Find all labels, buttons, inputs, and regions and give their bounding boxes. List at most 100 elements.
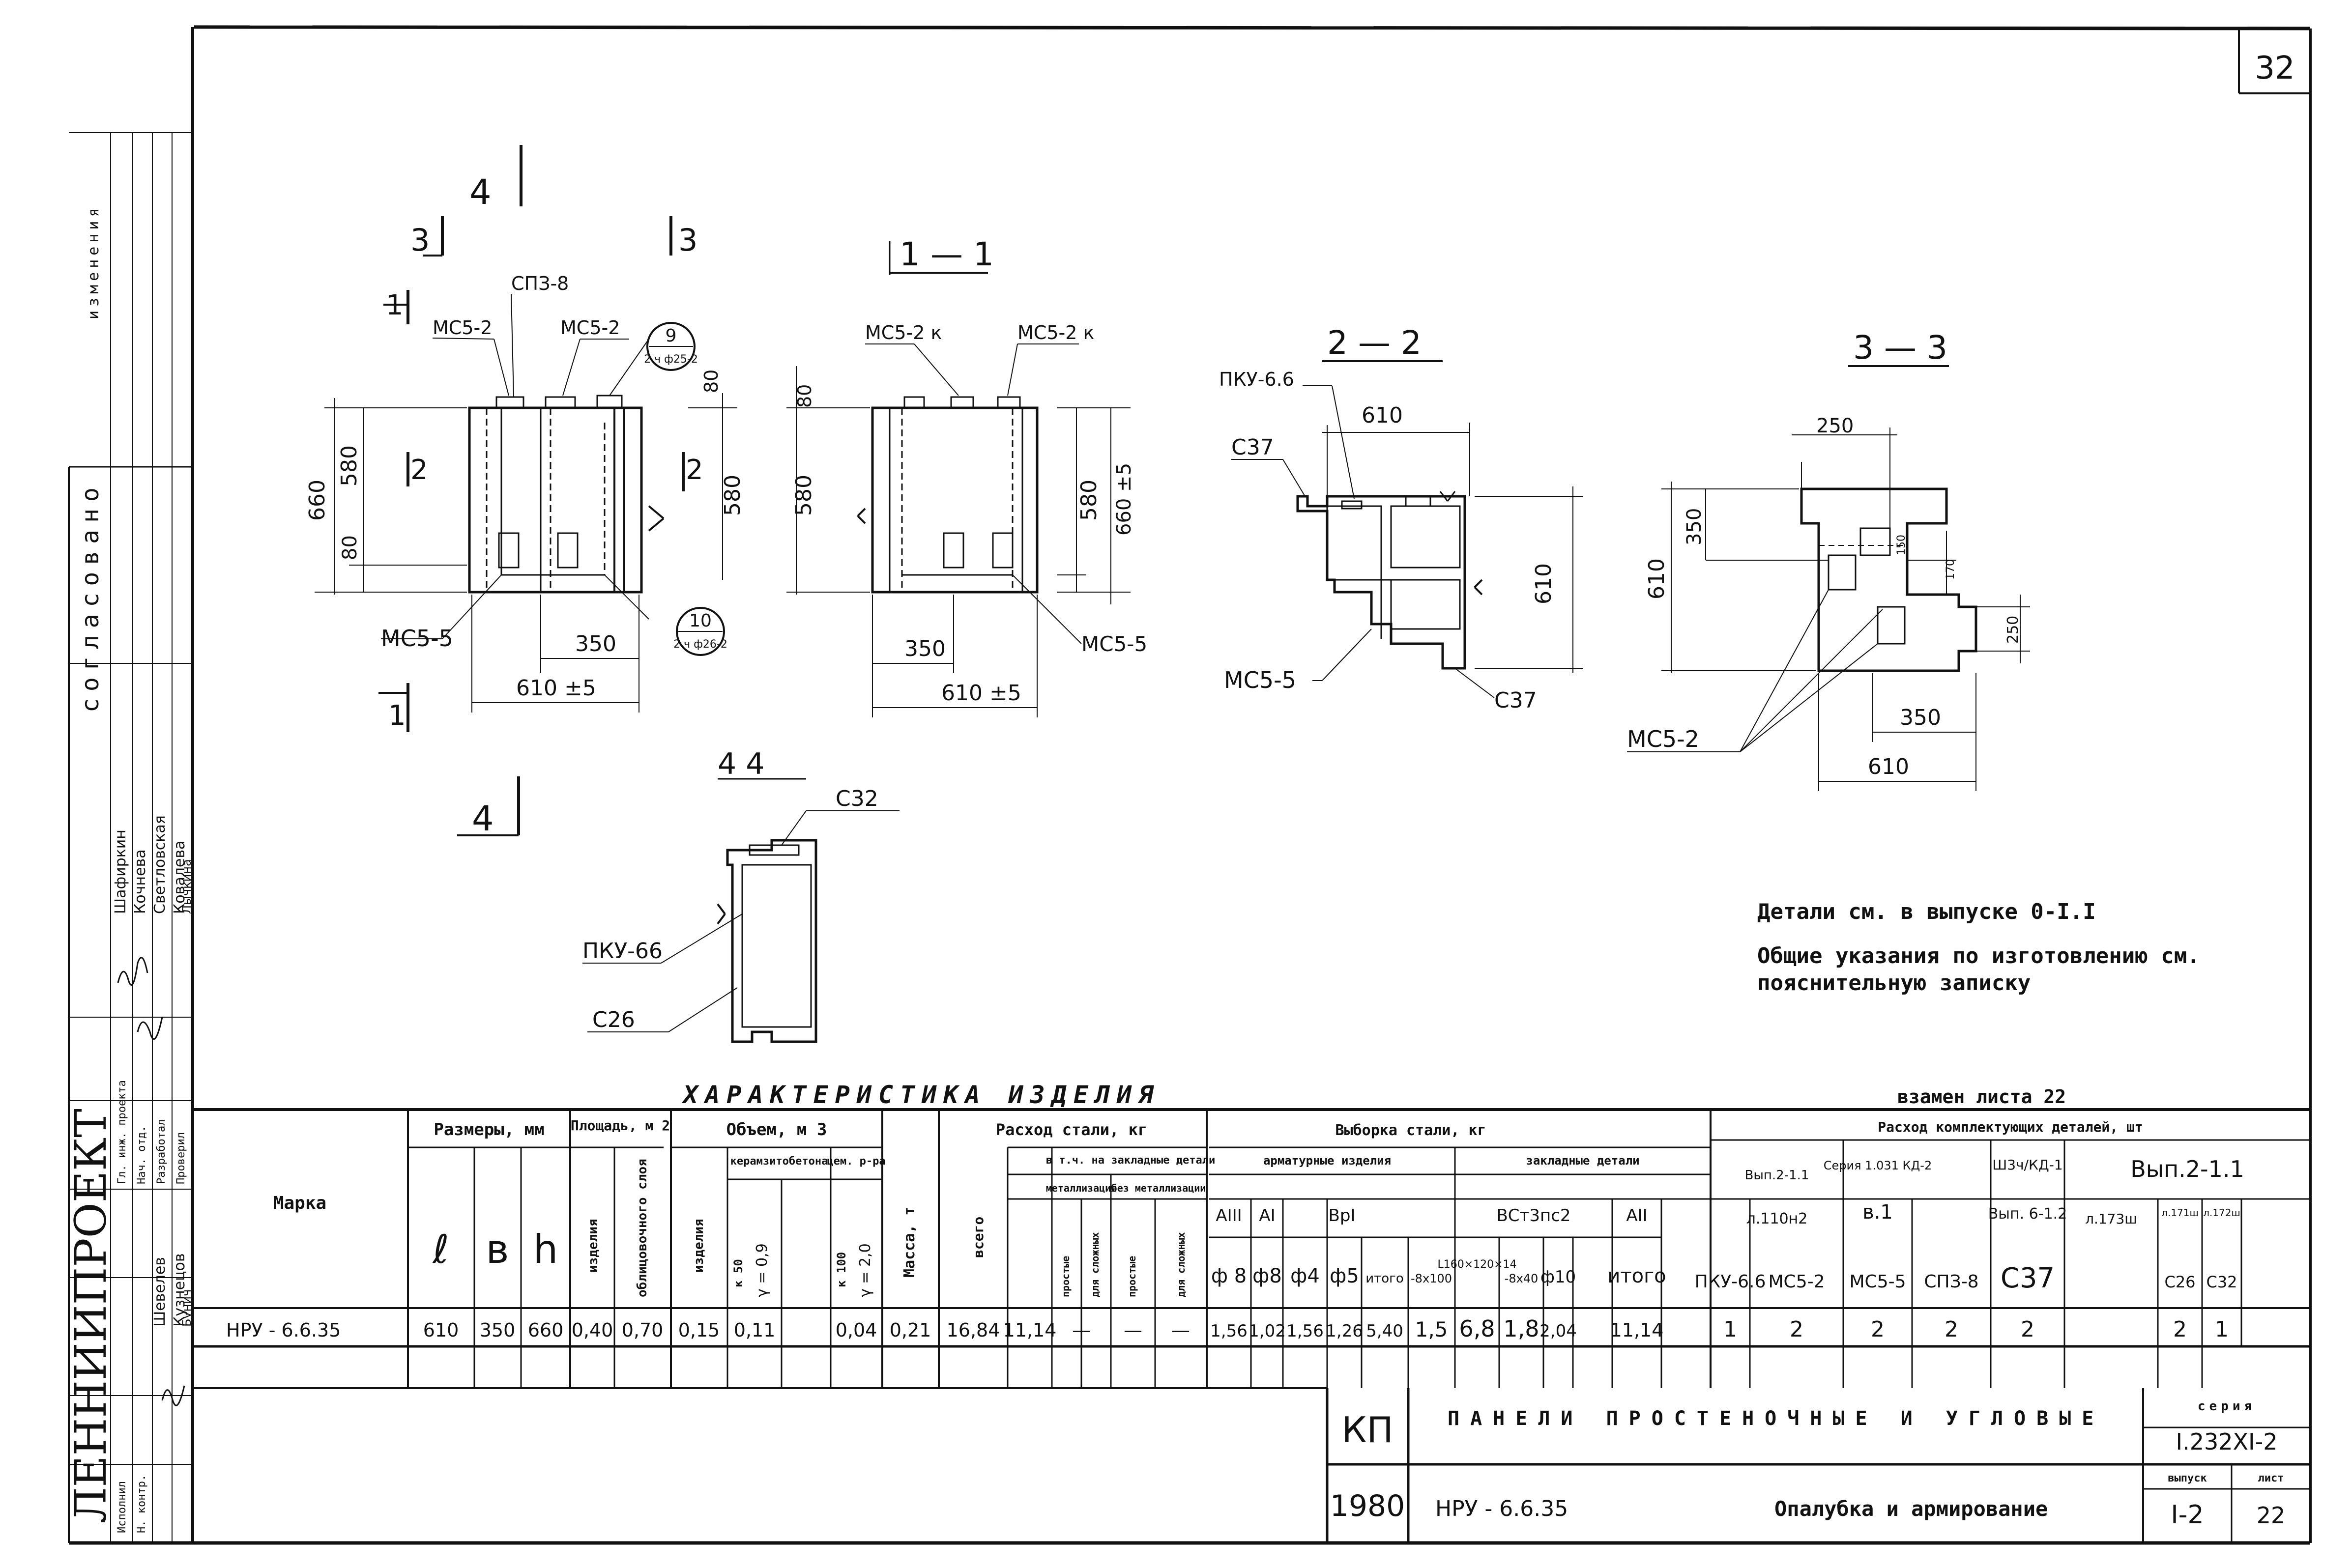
cell-ai: 1,02 bbox=[1249, 1321, 1286, 1341]
cell-m1: 1,5 bbox=[1415, 1317, 1448, 1341]
title-block-text: КП ПАНЕЛИ ПРОСТЕНОЧНЫЕ И УГЛОВЫЕ серия І… bbox=[1330, 1399, 2286, 1530]
side-r1: Гл. инж. проекта bbox=[116, 1080, 128, 1184]
cut-mark-4-bottom: 4 bbox=[472, 798, 494, 839]
th-area-product: изделия bbox=[586, 1219, 601, 1273]
sheet-frame bbox=[68, 25, 2312, 1545]
th-kit-3b: Вып. 6-1.2 bbox=[1988, 1205, 2067, 1223]
section-2-2 bbox=[1231, 360, 1583, 698]
th-volume-product: изделия bbox=[692, 1219, 706, 1273]
th-kit-2a: Серия 1.031 КД-2 bbox=[1824, 1159, 1932, 1172]
th-kit-4c: л.171ш bbox=[2161, 1207, 2199, 1219]
dim-660b: 660 ±5 bbox=[1113, 463, 1135, 536]
section-4-title: 4 4 bbox=[718, 747, 764, 781]
cut-mark-2-left: 2 bbox=[410, 454, 428, 486]
stamp-mark: НРУ - 6.6.35 bbox=[1435, 1496, 1568, 1521]
stamp-title: ПАНЕЛИ ПРОСТЕНОЧНЫЕ И УГЛОВЫЕ bbox=[1448, 1407, 2104, 1430]
section-2-title: 2 — 2 bbox=[1327, 324, 1422, 362]
side-n3: Светловская bbox=[151, 815, 169, 914]
dim-580c: 580 bbox=[791, 475, 816, 516]
label-sp38: СПЗ-8 bbox=[511, 273, 569, 294]
side-n2: Кочнева bbox=[132, 849, 149, 914]
side-n5: Лычкина bbox=[180, 859, 194, 914]
th-ai: АI bbox=[1259, 1206, 1275, 1226]
cell-kit-c37: 2 bbox=[2021, 1317, 2034, 1342]
th-simple-a: простые bbox=[1060, 1256, 1072, 1297]
label-mc55-b: МС5-5 bbox=[1081, 632, 1147, 656]
cell-area-product: 0,40 bbox=[572, 1319, 613, 1341]
th-kit-1a: Вып.2-1.1 bbox=[1745, 1168, 1809, 1183]
th-area-facing: облицовочного слоя bbox=[635, 1159, 650, 1297]
table-title: ХАРАКТЕРИСТИКА ИЗДЕЛИЯ bbox=[681, 1081, 1160, 1109]
th-kit-3a: Ш3ч/КД-1 bbox=[1992, 1157, 2062, 1173]
title-block bbox=[1326, 1388, 2310, 1543]
label-mc52-a: МС5-2 bbox=[433, 317, 492, 339]
th-c-mc52: МС5-2 bbox=[1769, 1272, 1825, 1292]
dim-250: 250 bbox=[1816, 415, 1854, 437]
label-c32: С32 bbox=[836, 786, 878, 811]
th-steel: Расход стали, кг bbox=[996, 1120, 1147, 1139]
th-vol3b: γ = 2,0 bbox=[857, 1243, 874, 1297]
bubble-10-num: 10 bbox=[689, 611, 712, 631]
th-phi5: ф5 bbox=[1330, 1265, 1359, 1287]
table-header-text: Марка Размеры, мм ℓ в h Площадь, м 2 изд… bbox=[273, 1117, 2244, 1297]
cell-nomet: — bbox=[1171, 1319, 1190, 1341]
label-mc52-c: МС5-2 bbox=[1627, 726, 1699, 752]
bubble-10-text: 2 ч ф26-2 bbox=[673, 638, 727, 651]
dim-580-right: 580 bbox=[1076, 480, 1102, 521]
th-phi8: ф 8 bbox=[1211, 1265, 1247, 1287]
dim-250b: 250 bbox=[2004, 616, 2022, 644]
th-volume-cement: цем. р-ра bbox=[827, 1155, 885, 1168]
th-l: ℓ bbox=[432, 1226, 449, 1272]
th-kit-4d: л.172ш bbox=[2203, 1207, 2240, 1219]
cell-kit-pku: 1 bbox=[1723, 1317, 1737, 1342]
dim-170: 170 bbox=[1945, 559, 1957, 580]
section-3-title: 3 — 3 bbox=[1853, 329, 1947, 367]
th-steel-incl: в т.ч. на закладные детали bbox=[1046, 1154, 1215, 1167]
dim-610d: 610 bbox=[1531, 563, 1556, 604]
cell-kit-c26: 2 bbox=[2173, 1317, 2187, 1342]
stamp-issue: І-2 bbox=[2171, 1500, 2204, 1530]
cell-vol-keramzit: 0,11 bbox=[734, 1319, 776, 1341]
cell-steel-total: 16,84 bbox=[947, 1319, 1000, 1341]
dim-80c: 80 bbox=[794, 384, 815, 408]
sheet-number: 32 bbox=[2255, 50, 2294, 86]
dim-610c: 610 bbox=[1362, 403, 1403, 428]
th-kit-4a: Вып.2-1.1 bbox=[2130, 1156, 2244, 1182]
label-pku66-b: ПКУ-66 bbox=[582, 939, 663, 964]
cut-mark-3-left: 3 bbox=[410, 222, 430, 258]
cell-mark: НРУ - 6.6.35 bbox=[226, 1319, 341, 1341]
side-agreed: согласовано bbox=[77, 481, 104, 713]
th-area: Площадь, м 2 bbox=[571, 1117, 670, 1134]
th-total-embedded: итого bbox=[1607, 1265, 1666, 1287]
side-n1: Шафиркин bbox=[112, 829, 129, 914]
th-volume-keramzit: керамзитобетона bbox=[730, 1155, 828, 1168]
th-volume: Объем, м 3 bbox=[726, 1120, 827, 1140]
cell-h: 660 bbox=[528, 1319, 564, 1341]
cut-mark-1-top: 1 bbox=[386, 289, 404, 321]
dim-610: 610 ±5 bbox=[516, 676, 596, 701]
side-n6: Шевелев bbox=[151, 1257, 169, 1327]
th-c-pku: ПКУ-6.6 bbox=[1695, 1272, 1766, 1292]
th-dims: Размеры, мм bbox=[434, 1120, 544, 1140]
th-c-mc55: МС5-5 bbox=[1850, 1272, 1906, 1292]
stamp-sheet: 22 bbox=[2257, 1502, 2286, 1529]
th-m2: L160×120×14 bbox=[1437, 1258, 1516, 1271]
stamp-issue-label: выпуск bbox=[2168, 1472, 2207, 1484]
th-metallization: металлизация bbox=[1046, 1182, 1117, 1194]
dim-580: 580 bbox=[337, 445, 362, 486]
side-changes: изменения bbox=[85, 204, 102, 319]
dim-660: 660 bbox=[305, 480, 330, 521]
side-n4: Ковалева bbox=[171, 841, 188, 914]
section-1-title: 1 — 1 bbox=[900, 235, 994, 273]
th-vol3a: к 100 bbox=[835, 1252, 848, 1287]
th-c-c26: С26 bbox=[2164, 1273, 2195, 1291]
th-phi10: ф10 bbox=[1540, 1267, 1576, 1287]
dim-350d: 350 bbox=[1900, 705, 1941, 730]
th-b: в bbox=[486, 1226, 509, 1272]
section-4-4-labels: 4 4 4 С32 ПКУ-66 С26 bbox=[472, 747, 878, 1032]
cell-kit-c32: 1 bbox=[2215, 1317, 2229, 1342]
cell-m3: 1,8 bbox=[1503, 1315, 1539, 1342]
th-complex-b: для сложных bbox=[1175, 1232, 1187, 1297]
dim-350c: 350 bbox=[1683, 508, 1706, 545]
section-3-3-labels: 3 — 3 250 350 610 150 170 250 350 610 МС… bbox=[1627, 329, 2022, 779]
